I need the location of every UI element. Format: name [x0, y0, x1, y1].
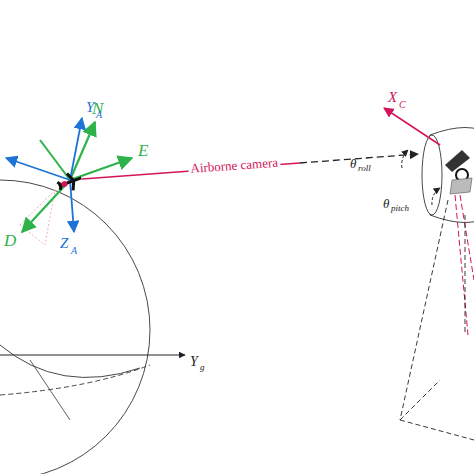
- aircraft-footprint: [20, 190, 55, 245]
- angle-symbol: θ: [383, 197, 389, 210]
- down-axis: [22, 180, 70, 232]
- angle-subscript: roll: [358, 164, 371, 173]
- axis-subscript: A: [71, 246, 77, 256]
- meridian-line: [30, 360, 70, 420]
- sight-line-label: Airborne camera: [188, 156, 280, 175]
- pitch-arc: [432, 188, 440, 205]
- angle-symbol: θ: [350, 157, 356, 170]
- ya-axis: [70, 118, 82, 180]
- axis-subscript: g: [200, 363, 205, 372]
- east-axis: [70, 158, 132, 180]
- axis-subscript: C: [399, 100, 406, 110]
- axis-label: E: [138, 142, 148, 159]
- axis-label: D: [4, 232, 16, 249]
- axis-label: X: [388, 90, 397, 105]
- xc-axis: [384, 108, 440, 145]
- axis-label: Y: [86, 100, 94, 115]
- aircraft: [56, 169, 85, 194]
- equator: [0, 365, 150, 395]
- view-rays: [455, 195, 474, 335]
- sight-line-dashed: [300, 154, 418, 163]
- earth-globe: [0, 180, 150, 474]
- axis-label: Z: [60, 236, 68, 251]
- equator-front: [0, 345, 140, 377]
- camera-gimbal: [422, 128, 474, 223]
- angle-subscript: pitch: [391, 204, 409, 213]
- yg-axis: [0, 355, 185, 356]
- roll-arc: [402, 150, 408, 168]
- xa-axis: [6, 158, 70, 180]
- axis-label: Y: [190, 355, 198, 369]
- ground-footprint: [400, 200, 474, 440]
- axis-subscript: A: [96, 110, 102, 120]
